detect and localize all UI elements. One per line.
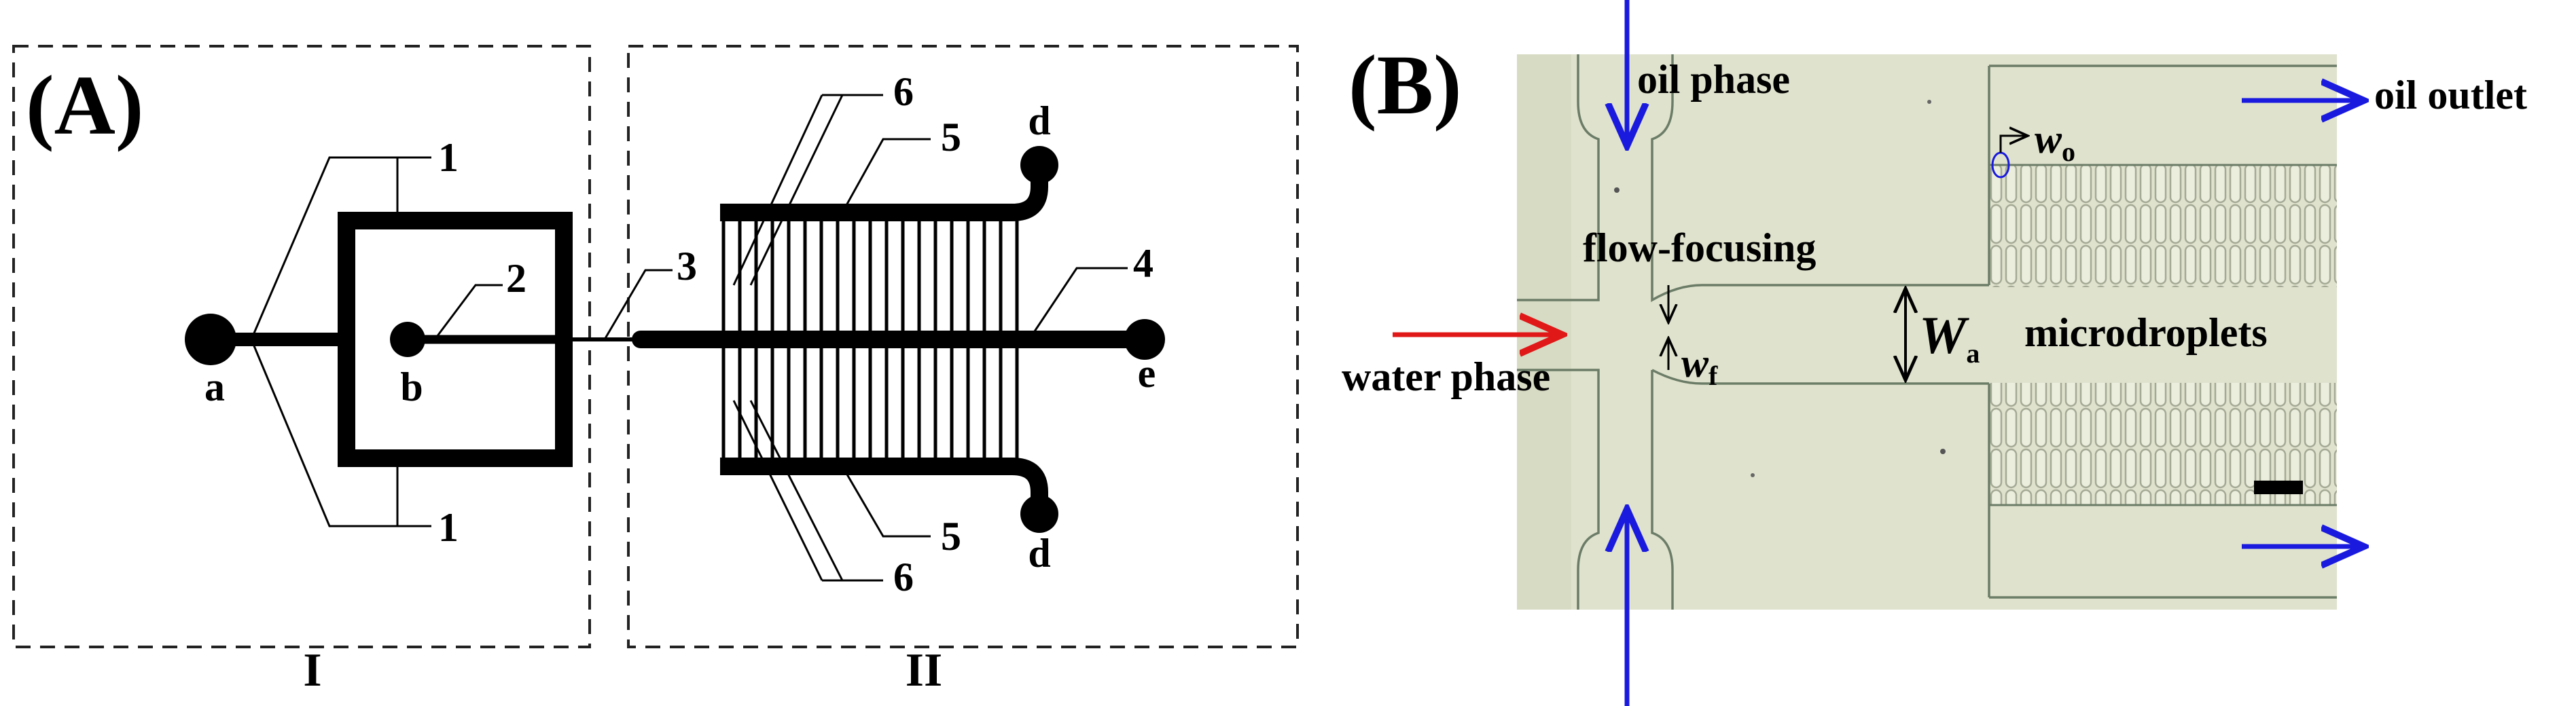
wf-label: wf	[1681, 341, 1718, 391]
micrograph	[1517, 54, 2337, 610]
flow-focusing-text: flow-focusing	[1583, 225, 1816, 270]
region-ii-label: II	[906, 644, 942, 696]
label-4: 4	[1133, 241, 1153, 286]
label-5-top: 5	[941, 115, 961, 160]
label-6-bottom: 6	[893, 555, 914, 599]
speck	[1927, 100, 1931, 104]
port-a	[185, 314, 236, 365]
leader-5-top	[841, 138, 931, 213]
leader-1-top	[250, 156, 399, 340]
bottom-collector-channel	[720, 458, 1048, 513]
region-ii-box	[627, 45, 1299, 648]
leader-6-top-b	[749, 94, 844, 286]
speck	[1751, 473, 1755, 477]
port-e-label: e	[1138, 351, 1156, 396]
port-e	[1124, 319, 1165, 360]
microdroplets-text: microdroplets	[2024, 310, 2268, 355]
port-d-top	[1020, 146, 1058, 184]
leader-4	[1028, 267, 1128, 340]
leader-1-bottom	[250, 339, 399, 527]
leader-6-bottom-b	[749, 400, 844, 581]
top-collector-channel	[720, 166, 1048, 221]
leader-2	[433, 284, 503, 340]
speck	[1614, 187, 1620, 193]
port-d-bottom	[1020, 495, 1058, 533]
label-5-bottom: 5	[941, 514, 961, 559]
panel-a-label: (A)	[26, 59, 144, 153]
scale-bar	[2254, 481, 2303, 494]
label-1-top: 1	[438, 135, 459, 180]
droplet-array-top	[1989, 165, 2337, 287]
water-phase-text: water phase	[1342, 354, 1550, 399]
leader-6-bottom-a	[732, 400, 823, 581]
oil-phase-text: oil phase	[1637, 57, 1790, 102]
speck	[1940, 449, 1946, 454]
wo-label: wo	[2035, 117, 2075, 167]
panel-b-label: (B)	[1348, 39, 1462, 132]
label-2: 2	[506, 256, 526, 301]
wo-marker-arrow	[1999, 136, 2028, 153]
leader-3	[603, 269, 673, 340]
filter-array	[721, 212, 1019, 466]
wf-main: w	[1681, 341, 1709, 386]
oil-inlet-channel-outline	[1517, 54, 1989, 610]
wa-sub: a	[1966, 338, 1980, 369]
wf-sub: f	[1709, 360, 1718, 391]
wo-sub: o	[2062, 136, 2075, 167]
wa-label: Wa	[1919, 305, 1980, 369]
panel-a: (A) I II a b 1 1 2 3 e d d	[12, 45, 1299, 696]
label-1-bottom: 1	[438, 505, 459, 550]
label-6-top: 6	[893, 69, 914, 114]
oil-outlet-text: oil outlet	[2374, 73, 2527, 117]
label-3: 3	[677, 244, 697, 289]
leader-6-top-a	[732, 94, 823, 286]
panel-b: (B) oil phase o	[1342, 0, 2527, 706]
port-d-bottom-label: d	[1028, 531, 1050, 576]
main-channel-cap	[632, 331, 659, 348]
leader-5-bottom	[841, 466, 931, 538]
micrograph-tint	[1517, 54, 1571, 610]
port-a-label: a	[204, 365, 225, 409]
port-b-label: b	[400, 365, 423, 409]
wo-main: w	[2035, 117, 2062, 162]
port-d-top-label: d	[1028, 98, 1050, 143]
region-i-label: I	[303, 644, 321, 696]
wa-main: W	[1919, 305, 1969, 365]
